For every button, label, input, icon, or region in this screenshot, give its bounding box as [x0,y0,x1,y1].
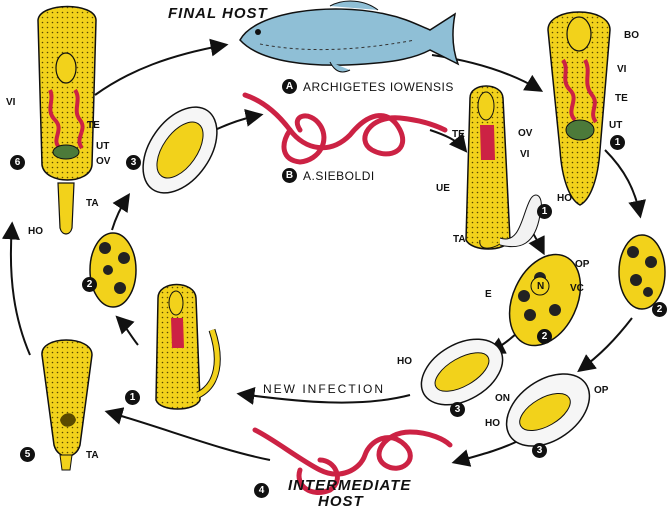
stage-badge-2-right: 2 [652,302,667,317]
stage-badge-3-bottom: 3 [532,443,547,458]
arrow-embryonated-to-worm [214,109,264,131]
arrow-adult-to-fish [94,38,229,96]
label-vi-top-right: VI [617,64,627,75]
arrow-host-to-procercoid [104,407,271,461]
label-vi-b: VI [520,149,530,160]
label-on: ON [495,393,510,404]
badge-a: A [282,79,297,94]
stage-badge-3-b: 3 [450,402,465,417]
label-vi-top-left: VI [6,97,16,108]
label-ut-top-left: UT [96,141,110,152]
adult-worm-top-left [37,5,97,235]
label-op-b-egg: OP [575,259,590,270]
egg-embryonated-stage-3-top [142,106,218,194]
larva-stage-5 [41,339,93,471]
label-te-b: TE [452,129,465,140]
label-ov-top-right: OV [518,128,533,139]
arrow-larva-to-egg [115,315,139,346]
stage-badge-2-b: 2 [537,329,552,344]
arrow-embryo-to-host [451,439,521,467]
label-ho-top-left: HO [28,226,43,237]
species-a-name: ARCHIGETES IOWENSIS [303,80,454,94]
stage-badge-1-b: 1 [537,204,552,219]
final-host-label: FINAL HOST [168,5,268,22]
arrow-procercoid-to-adult [1,221,31,356]
arrow-adult-to-egg [604,149,646,219]
arrow-new-infection [236,386,411,405]
species-b-name: A.SIEBOLDI [303,169,375,183]
egg-right-stage-2 [618,234,666,310]
arrow-egg-to-embryonated [111,193,130,231]
badge-b: B [282,168,297,183]
stage-badge-5: 5 [20,447,35,462]
b-adult-worm [465,85,542,250]
label-ta-top-left: TA [86,198,99,209]
label-op-bottom-egg: OP [594,385,609,396]
red-worm-top [242,92,448,165]
intermediate-host-label-line2: HOST [318,493,364,510]
procercoid-larva [155,283,221,410]
label-n-b-egg: N [537,281,545,292]
egg-b-stage-2 [508,253,582,347]
egg-b-stage-3 [420,338,504,406]
label-e-b-egg: E [485,289,492,300]
arrow-egg-to-embryo [577,317,633,373]
label-ho-b: HO [557,193,572,204]
stage-badge-1-top-right: 1 [610,135,625,150]
label-ov-top-left: OV [96,156,111,167]
intermediate-host-label-line1: INTERMEDIATE [288,477,412,494]
adult-worm-top-right [547,11,611,206]
label-te-top-right: TE [615,93,628,104]
stage-badge-2-left: 2 [82,277,97,292]
label-ut-top-right: UT [609,120,623,131]
label-ue-b: UE [436,183,450,194]
red-worm-bottom [252,427,453,495]
stage-badge-4: 4 [254,483,269,498]
label-te-top-left: TE [87,120,100,131]
new-infection-label: NEW INFECTION [263,382,385,396]
label-ho-bottom-egg: HO [485,418,500,429]
label-vc-b-egg: VC [570,283,584,294]
label-ta-b: TA [453,234,466,245]
stage-badge-3-top: 3 [126,155,141,170]
label-bo: BO [624,30,639,41]
stage-badge-6: 6 [10,155,25,170]
egg-left-stage-2 [89,232,137,308]
egg-a-stage-3-bottom [505,373,591,447]
label-ho-b-egg: HO [397,356,412,367]
arrow-worm-to-b-adult [429,129,468,153]
label-ta-stage-5: TA [86,450,99,461]
fish-illustration [239,0,460,73]
stage-badge-1-left: 1 [125,390,140,405]
